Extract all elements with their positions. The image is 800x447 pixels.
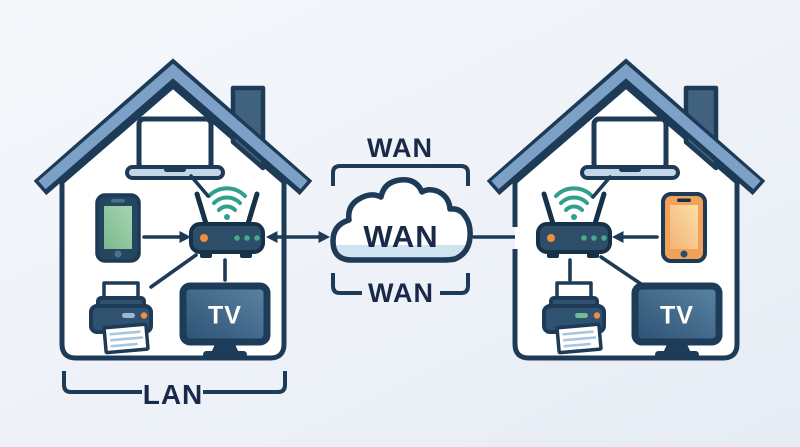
lan-label: LAN bbox=[143, 379, 204, 410]
wifi-icon bbox=[207, 186, 247, 220]
printer-icon bbox=[89, 281, 153, 355]
phone-home-button bbox=[680, 250, 688, 258]
link-printer-router bbox=[149, 253, 198, 289]
router-antenna-left bbox=[541, 191, 557, 230]
router-led bbox=[591, 235, 597, 241]
printer-button bbox=[122, 313, 135, 318]
router-led-orange bbox=[200, 234, 208, 242]
cloud-fill bbox=[333, 179, 471, 260]
router-antenna-right bbox=[244, 191, 260, 230]
tv-label: TV bbox=[208, 302, 242, 330]
router-led bbox=[581, 235, 587, 241]
wan-top-label: WAN bbox=[367, 133, 433, 163]
tv-icon: TV bbox=[631, 282, 723, 358]
tv-screen bbox=[179, 282, 271, 346]
wan-bracket-bottom-right bbox=[440, 273, 470, 295]
lan-annotation: LAN bbox=[62, 371, 287, 410]
laptop-icon bbox=[580, 116, 680, 180]
phone-screen bbox=[104, 206, 132, 249]
tv-label: TV bbox=[660, 302, 694, 330]
wifi-router-icon bbox=[536, 186, 612, 258]
left-house: TV LAN bbox=[33, 58, 313, 410]
router-led bbox=[601, 235, 607, 241]
laptop-icon bbox=[125, 116, 225, 180]
router-antenna-left bbox=[194, 191, 210, 230]
link-laptop-router bbox=[189, 174, 210, 198]
wan-bottom-annotation: WAN bbox=[331, 273, 470, 308]
wan-bottom-label: WAN bbox=[368, 278, 434, 308]
phone-speaker bbox=[111, 199, 125, 203]
right-house: TV bbox=[486, 58, 766, 361]
tv-screen bbox=[631, 282, 723, 346]
cloud-shading bbox=[333, 245, 471, 260]
printer-paper-out bbox=[102, 322, 150, 355]
link-laptop-router bbox=[591, 175, 612, 199]
printer-led-orange bbox=[593, 312, 601, 319]
router-led bbox=[254, 235, 260, 241]
wan-cloud-label: WAN bbox=[363, 219, 438, 254]
left-house-roof bbox=[33, 58, 313, 196]
smartphone-icon bbox=[661, 192, 707, 263]
lan-bracket-left bbox=[62, 371, 142, 394]
right-house-links bbox=[568, 175, 659, 286]
router-led bbox=[234, 235, 240, 241]
printer-button bbox=[575, 313, 588, 318]
wan-bracket-top bbox=[331, 164, 470, 186]
router-antenna-right bbox=[591, 191, 607, 230]
lan-bracket-right bbox=[203, 371, 287, 394]
right-house-walls-outline bbox=[512, 83, 740, 361]
wifi-router-icon bbox=[189, 186, 265, 258]
smartphone-icon bbox=[95, 193, 141, 263]
wan-bracket-bottom-left bbox=[331, 273, 362, 295]
link-router-tv bbox=[599, 255, 643, 286]
tv-icon: TV bbox=[179, 282, 271, 358]
laptop-notch bbox=[164, 167, 186, 172]
phone-speaker bbox=[677, 198, 691, 202]
phone-screen bbox=[670, 205, 698, 249]
printer-led-orange bbox=[140, 312, 148, 319]
printer-paper-out bbox=[555, 322, 603, 355]
right-house-roof bbox=[486, 58, 766, 196]
router-led-orange bbox=[547, 234, 555, 242]
left-house-links bbox=[142, 174, 227, 289]
tv-stand-base bbox=[203, 351, 247, 358]
router-body bbox=[189, 222, 265, 254]
router-body bbox=[536, 222, 612, 254]
phone-home-button bbox=[114, 250, 122, 258]
wan-cloud-icon: WAN bbox=[330, 177, 473, 263]
router-led bbox=[244, 235, 250, 241]
cloud-outline bbox=[330, 177, 473, 263]
wifi-icon bbox=[554, 186, 594, 220]
laptop-notch bbox=[619, 167, 641, 172]
wan-section: WAN WAN WAN bbox=[266, 133, 533, 308]
printer-icon bbox=[542, 281, 606, 355]
tv-stand-base bbox=[655, 351, 699, 358]
